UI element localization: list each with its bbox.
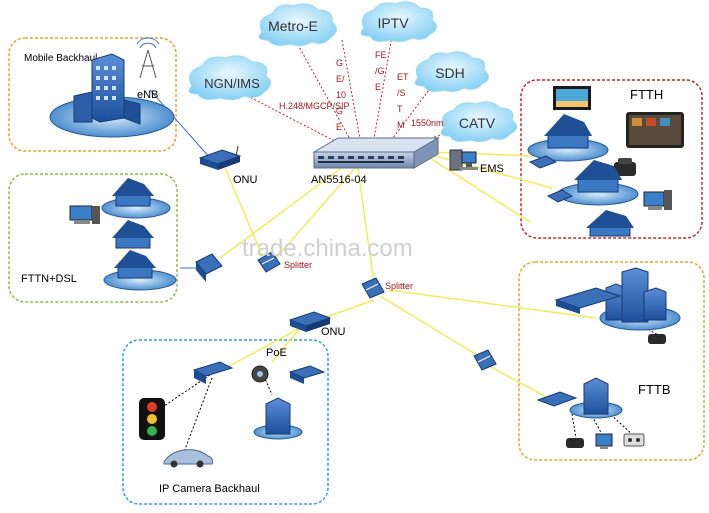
metro-e-label: Metro-E [268, 18, 318, 34]
ge-10ge-label: G E/ 10 G E [336, 58, 346, 132]
metro-e-cloud: Metro-E [258, 3, 337, 47]
fttb-building-icon [569, 377, 623, 419]
catv-cloud: CATV [440, 101, 517, 143]
poe-label: PoE [266, 347, 287, 359]
fiber-links [219, 151, 597, 399]
svg-text:G: G [336, 58, 343, 68]
ftth-house-icon [527, 114, 609, 162]
e1-stm1-label: ET /S T M 1 [397, 72, 409, 146]
house-icon [103, 250, 177, 291]
mobile-backhaul-box [8, 37, 177, 152]
iptv-cloud: IPTV [360, 1, 437, 43]
iptv-label: IPTV [377, 15, 409, 31]
splitter-mid-icon [361, 277, 385, 299]
ftth-box [520, 79, 703, 239]
splitter-left-label: Splitter [284, 260, 312, 270]
svg-text:ET: ET [397, 72, 409, 82]
ont-device [528, 155, 558, 169]
olt-label: AN5516-04 [311, 174, 367, 186]
onu-mid-device: ONU [288, 311, 346, 338]
fttn-dsl-box [8, 173, 178, 303]
ont-device [546, 189, 574, 203]
svg-text:G: G [336, 106, 343, 116]
desktop-computer-icon [643, 190, 672, 210]
enb-tower-icon [49, 53, 175, 138]
ip-camera-title: IP Camera Backhaul [159, 483, 260, 495]
svg-text:/S: /S [397, 88, 406, 98]
ip-camera-icon [192, 361, 234, 384]
dome-camera-icon [251, 365, 269, 383]
watermark: trade.china.com [242, 235, 413, 262]
ip-camera-box [122, 339, 329, 505]
h248-label: H.248/MGCP/SIP [279, 101, 350, 111]
dslam-device-icon [195, 253, 223, 282]
traffic-light-icon [139, 398, 165, 440]
desktop-computer-icon [69, 205, 100, 224]
house-icon [112, 220, 154, 249]
ems-workstation: EMS [449, 149, 504, 175]
blue-links [149, 89, 211, 269]
svg-text:T: T [397, 104, 403, 114]
splitter-right-icon [473, 349, 497, 371]
car-icon [163, 449, 213, 468]
svg-text:M: M [397, 120, 405, 130]
desktop-computer-icon [595, 433, 613, 449]
ngn-ims-cloud: NGN/IMS [188, 55, 271, 101]
antenna-icon [136, 37, 160, 79]
svg-text:E: E [375, 82, 381, 92]
sdh-label: SDH [435, 65, 465, 81]
fttn-dsl-title: FTTN+DSL [21, 273, 77, 285]
onu-top-device: ONU [198, 145, 258, 186]
splitter-left-icon [257, 251, 281, 273]
msan-device [554, 287, 622, 314]
sdh-cloud: SDH [414, 51, 489, 93]
telephone-icon [566, 438, 584, 448]
ftth-house-icon [586, 210, 634, 237]
mobile-backhaul-title: Mobile Backhaul [24, 53, 97, 64]
svg-text:10: 10 [336, 90, 346, 100]
svg-text:/G: /G [375, 66, 385, 76]
black-dotted-links [157, 313, 661, 453]
svg-text:E/: E/ [336, 74, 345, 84]
svg-text:FE: FE [375, 50, 387, 60]
fe-ge-label: FE /G E [375, 50, 387, 92]
enb-label: eNB [137, 89, 158, 101]
camera-building-icon [253, 397, 303, 440]
ems-label: EMS [480, 163, 504, 175]
tv-icon [553, 86, 591, 110]
svg-text:E: E [336, 122, 342, 132]
onu-mid-label: ONU [321, 326, 346, 338]
fttb-title: FTTB [638, 382, 671, 397]
set-top-box-icon [623, 433, 645, 447]
house-icon [101, 178, 171, 219]
telephone-icon [614, 158, 636, 176]
poe-switch-icon [288, 365, 326, 384]
1550nm-label: 1550nm [411, 118, 444, 128]
ngn-ims-label: NGN/IMS [204, 76, 260, 91]
olt-device: AN5516-04 [311, 137, 440, 186]
onu-top-label: ONU [233, 174, 258, 186]
fttb-building-icon [599, 267, 681, 331]
ftth-house-icon [557, 160, 639, 206]
service-links [239, 33, 475, 151]
fttb-box [518, 261, 705, 461]
mdu-device [536, 391, 578, 407]
telephone-icon [648, 334, 666, 344]
catv-label: CATV [459, 115, 496, 131]
splitter-mid-label: Splitter [385, 281, 413, 291]
tablet-icon [626, 112, 684, 148]
ftth-title: FTTH [630, 87, 663, 102]
